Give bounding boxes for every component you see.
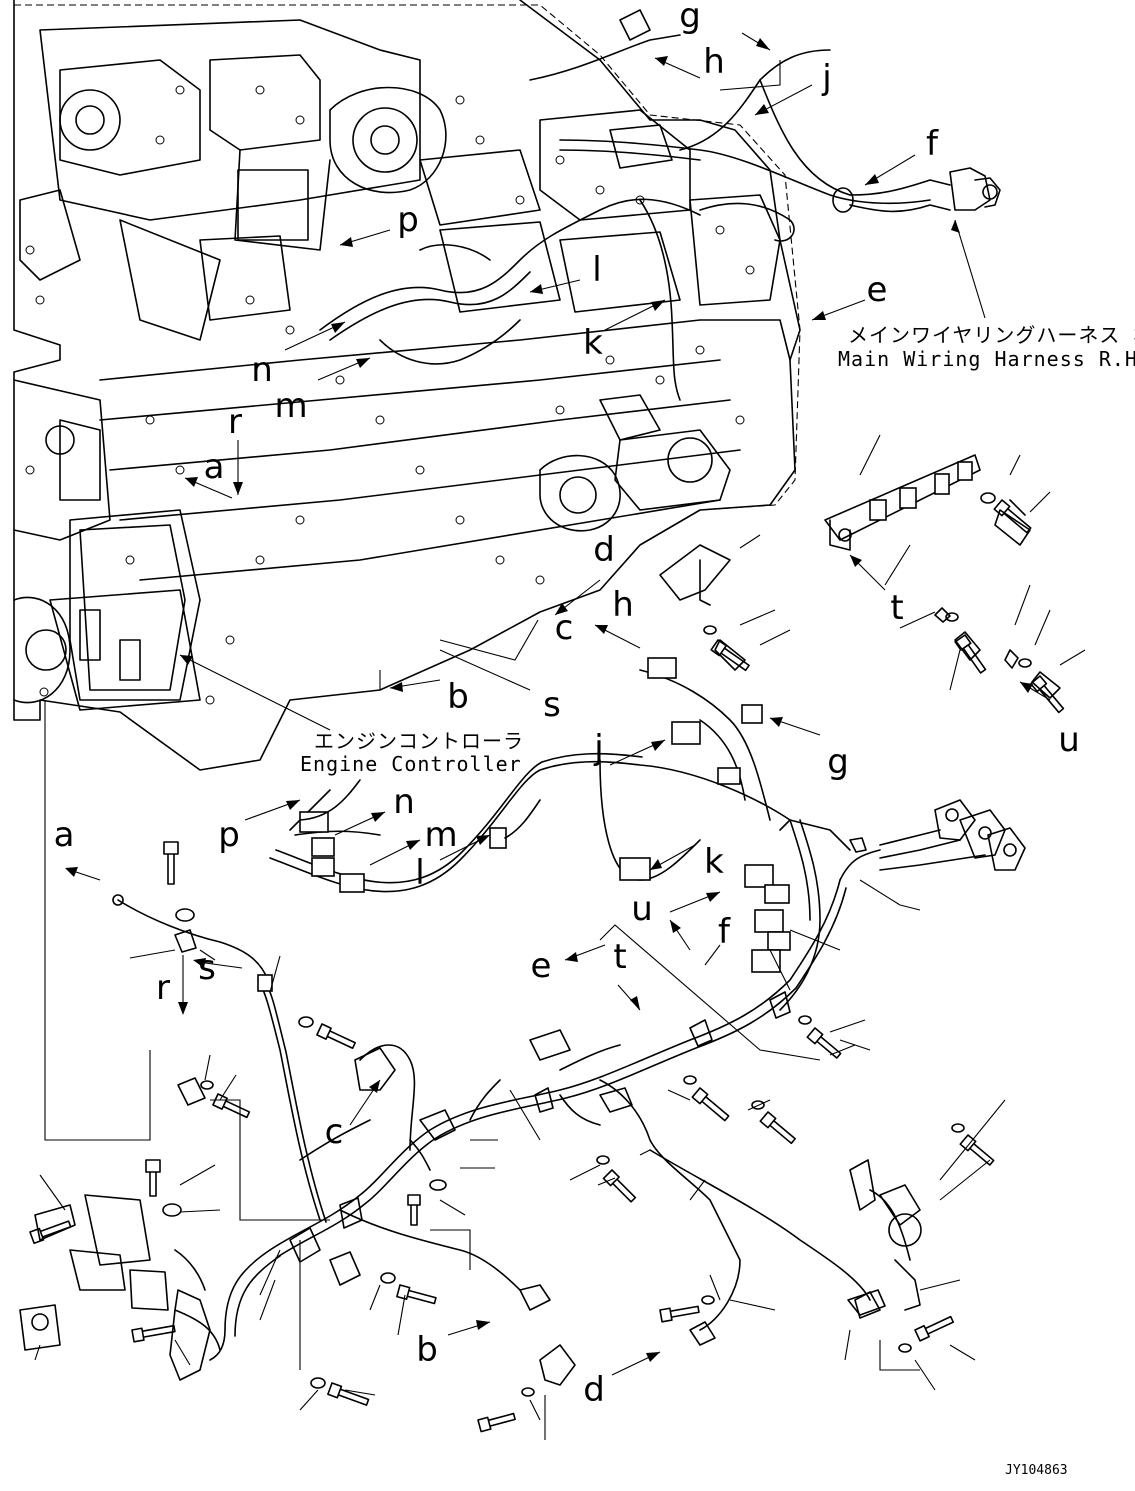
callout-t-upper: t [890,588,904,628]
callout-m-upper: m [274,386,308,426]
engine-controller-caption-jp: エンジンコントローラ [314,729,524,753]
callout-p-upper: p [397,200,419,240]
callout-s-lower: s [198,948,216,988]
main-harness-caption-jp: メインワイヤリングハーネス 右 [848,323,1135,347]
main-wiring-harness [19,657,1026,1386]
drawing-code: JY104863 [1005,1463,1068,1478]
callout-e-upper: e [866,270,888,310]
callout-c-lower: c [324,1112,344,1152]
callout-d-upper: d [593,530,615,570]
callout-u-lower: u [631,889,653,929]
callout-g-lower: g [827,742,849,782]
callout-j-upper: j [822,58,832,98]
callout-k-upper: k [583,323,603,363]
callout-a-lower: a [53,815,75,855]
callout-g-upper: g [679,0,701,36]
callout-b-lower: b [416,1330,438,1370]
callout-n-lower: n [393,782,415,822]
callout-l-lower: l [415,853,425,893]
hardware-bolts [29,499,1065,1433]
callout-a-upper: a [203,447,225,487]
engine-controller-caption-en: Engine Controller [300,752,522,776]
callout-f-lower: f [718,912,730,952]
callout-k-lower: k [704,842,724,882]
callout-c-upper: c [554,608,574,648]
callout-j-lower: j [594,728,604,768]
callout-r-upper: r [228,402,242,442]
leader-lines [34,32,1086,1440]
callout-n-upper: n [251,350,273,390]
callout-r-lower: r [156,968,170,1008]
callout-d-lower: d [583,1370,605,1410]
callout-s-upper: s [543,685,561,725]
callout-h-middle: h [612,585,634,625]
callout-u-upper: u [1058,720,1080,760]
main-harness-caption-en: Main Wiring Harness R.H. [838,347,1135,371]
callout-m-lower: m [424,815,458,855]
callout-f-upper: f [926,124,938,164]
callout-h-upper: h [703,42,725,82]
callout-e-lower: e [530,946,552,986]
controller-bracket-assembly [659,454,1061,699]
callout-b-upper: b [447,677,469,717]
engine-assembly [13,0,1001,771]
callout-t-lower: t [613,937,627,977]
callout-l-upper: l [592,250,602,290]
callout-p-lower: p [218,815,240,855]
